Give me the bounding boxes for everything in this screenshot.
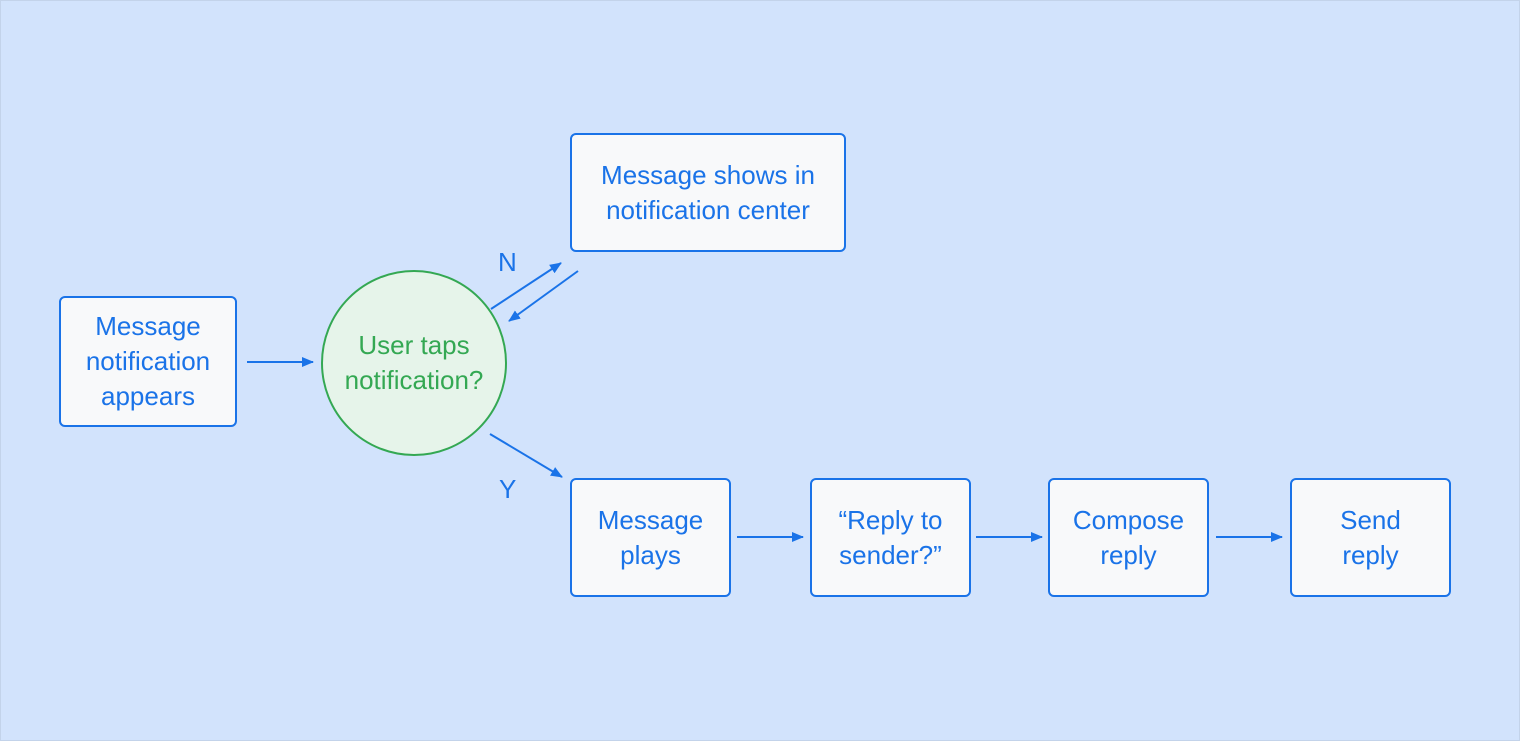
node-notification-center-label: Message shows in notification center	[601, 159, 815, 225]
branch-label-no: N	[498, 247, 517, 277]
decision-user-taps-label: User taps notification?	[344, 330, 484, 395]
node-reply-prompt-label: “Reply to sender?”	[838, 504, 943, 570]
node-compose-reply: Compose reply	[1048, 478, 1209, 597]
node-notification-center: Message shows in notification center	[570, 133, 846, 252]
arrow-center-to-decision	[508, 270, 579, 322]
node-send-reply-label: Send reply	[1340, 504, 1401, 570]
branch-label-yes: Y	[499, 474, 517, 504]
node-message-plays: Message plays	[570, 478, 731, 597]
node-reply-prompt: “Reply to sender?”	[810, 478, 971, 597]
node-notification-appears: Message notification appears	[59, 296, 237, 427]
decision-user-taps: User taps notification?	[321, 270, 507, 456]
node-message-plays-label: Message plays	[597, 504, 704, 570]
arrow-decision-to-plays	[489, 433, 563, 478]
node-send-reply: Send reply	[1290, 478, 1451, 597]
node-compose-reply-label: Compose reply	[1072, 504, 1185, 570]
node-notification-appears-label: Message notification appears	[85, 311, 211, 411]
